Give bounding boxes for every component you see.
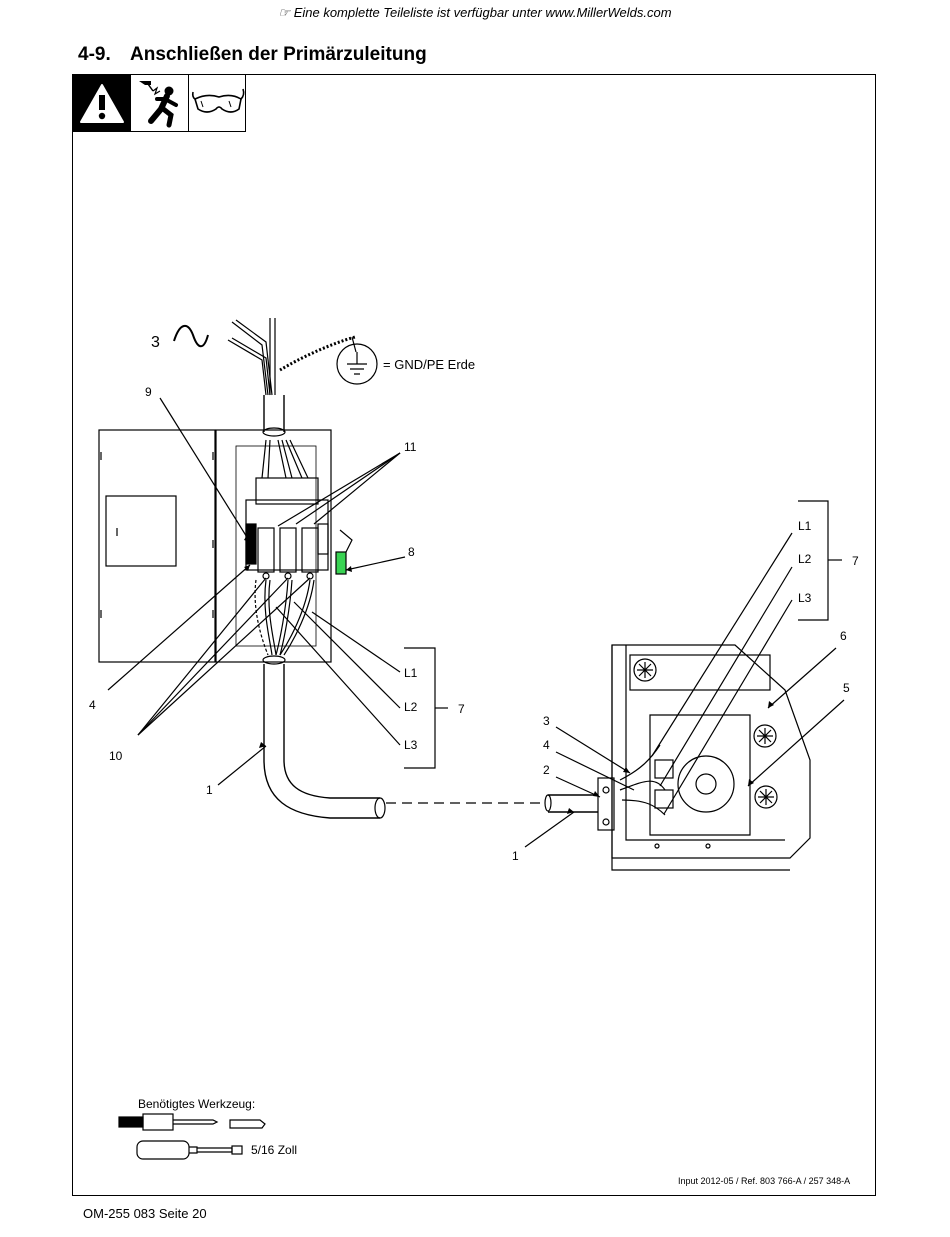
line-l1-left: L1 <box>404 666 418 680</box>
ground-circle <box>336 343 378 385</box>
line-l2-right: L2 <box>798 552 812 566</box>
section-title: Anschließen der Primärzuleitung <box>130 44 427 65</box>
content-frame <box>72 74 876 1196</box>
callout-7-left: 7 <box>458 702 465 716</box>
callout-4-right: 4 <box>543 738 550 752</box>
line-l3-right: L3 <box>798 591 812 605</box>
section-heading: 4-9. Anschließen der Primärzuleitung <box>78 44 427 66</box>
disconnect-box-body <box>215 429 332 663</box>
ac-sine-icon <box>173 325 209 348</box>
parts-list-note: ☞ Eine komplette Teileliste ist verfügba… <box>278 5 672 20</box>
callout-1-left: 1 <box>206 783 213 797</box>
line-l1-right: L1 <box>798 519 812 533</box>
machine-rear-panel <box>611 644 811 859</box>
safety-icon-strip <box>72 74 246 132</box>
tools-illustration <box>118 1113 266 1160</box>
callout-11: 11 <box>404 440 417 454</box>
line-l3-left: L3 <box>404 738 418 752</box>
callout-8: 8 <box>408 545 415 559</box>
disconnect-door <box>98 429 216 663</box>
ground-label: = GND/PE Erde <box>383 357 476 372</box>
safety-glasses-icon <box>189 75 247 131</box>
page-number: OM-255 083 Seite 20 <box>83 1206 207 1221</box>
tools-title: Benötigtes Werkzeug: <box>138 1097 256 1111</box>
callout-10: 10 <box>109 749 123 763</box>
tool-size-label: 5/16 Zoll <box>251 1143 298 1157</box>
callout-1-right: 1 <box>512 849 519 863</box>
phase-count-label: 3 <box>151 334 160 351</box>
ground-terminal-green <box>335 551 347 575</box>
callout-6: 6 <box>840 629 847 643</box>
electric-shock-icon <box>131 75 189 131</box>
callout-3: 3 <box>543 714 550 728</box>
callout-4-left: 4 <box>89 698 96 712</box>
callout-2: 2 <box>543 763 550 777</box>
callout-5: 5 <box>843 681 850 695</box>
warning-triangle-icon <box>73 75 131 131</box>
line-l2-left: L2 <box>404 700 418 714</box>
section-number: 4-9. <box>78 44 111 65</box>
callout-9: 9 <box>145 385 152 399</box>
callout-7-right: 7 <box>852 554 859 568</box>
document-reference: Input 2012-05 / Ref. 803 766-A / 257 348… <box>678 1176 851 1186</box>
